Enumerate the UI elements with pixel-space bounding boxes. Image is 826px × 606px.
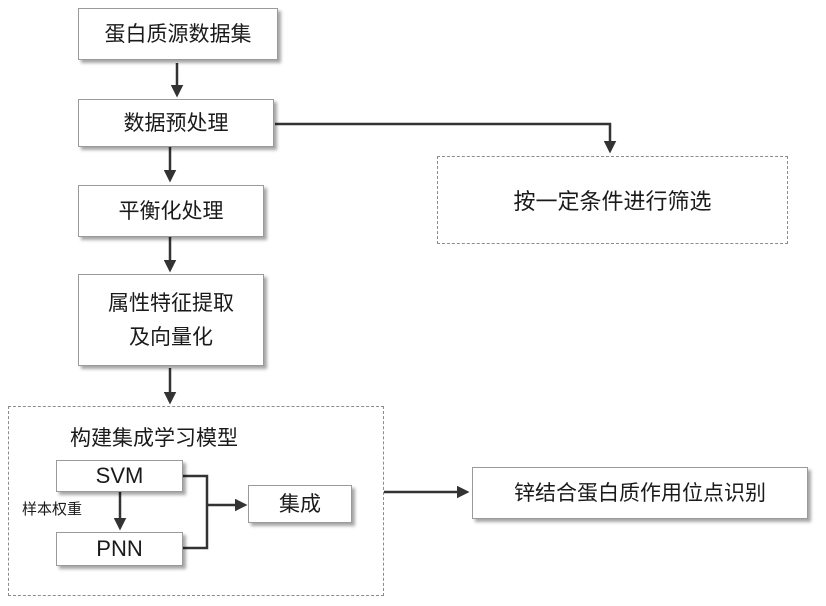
svm-node: SVM [56, 460, 183, 492]
sample-weight-label: 样本权重 [22, 498, 82, 519]
feature-node: 属性特征提取 及向量化 [78, 274, 264, 366]
feature-label-line1: 属性特征提取 [108, 286, 234, 320]
ensemble-label: 集成 [279, 487, 321, 521]
balance-node: 平衡化处理 [78, 185, 264, 237]
balance-label: 平衡化处理 [119, 194, 224, 228]
preprocess-node: 数据预处理 [78, 99, 274, 147]
filter-node: 按一定条件进行筛选 [437, 156, 788, 244]
result-label: 锌结合蛋白质作用位点识别 [514, 476, 766, 510]
dataset-label: 蛋白质源数据集 [105, 17, 252, 51]
arrow-preprocess-to-filter [275, 124, 610, 151]
feature-label-line2: 及向量化 [129, 320, 213, 354]
svm-label: SVM [96, 459, 144, 493]
dataset-node: 蛋白质源数据集 [78, 8, 278, 60]
pnn-node: PNN [56, 532, 183, 566]
model-group-title: 构建集成学习模型 [70, 422, 238, 452]
ensemble-node: 集成 [248, 485, 352, 523]
filter-label: 按一定条件进行筛选 [513, 184, 711, 216]
preprocess-label: 数据预处理 [124, 106, 229, 140]
result-node: 锌结合蛋白质作用位点识别 [472, 467, 808, 519]
pnn-label: PNN [96, 532, 142, 566]
